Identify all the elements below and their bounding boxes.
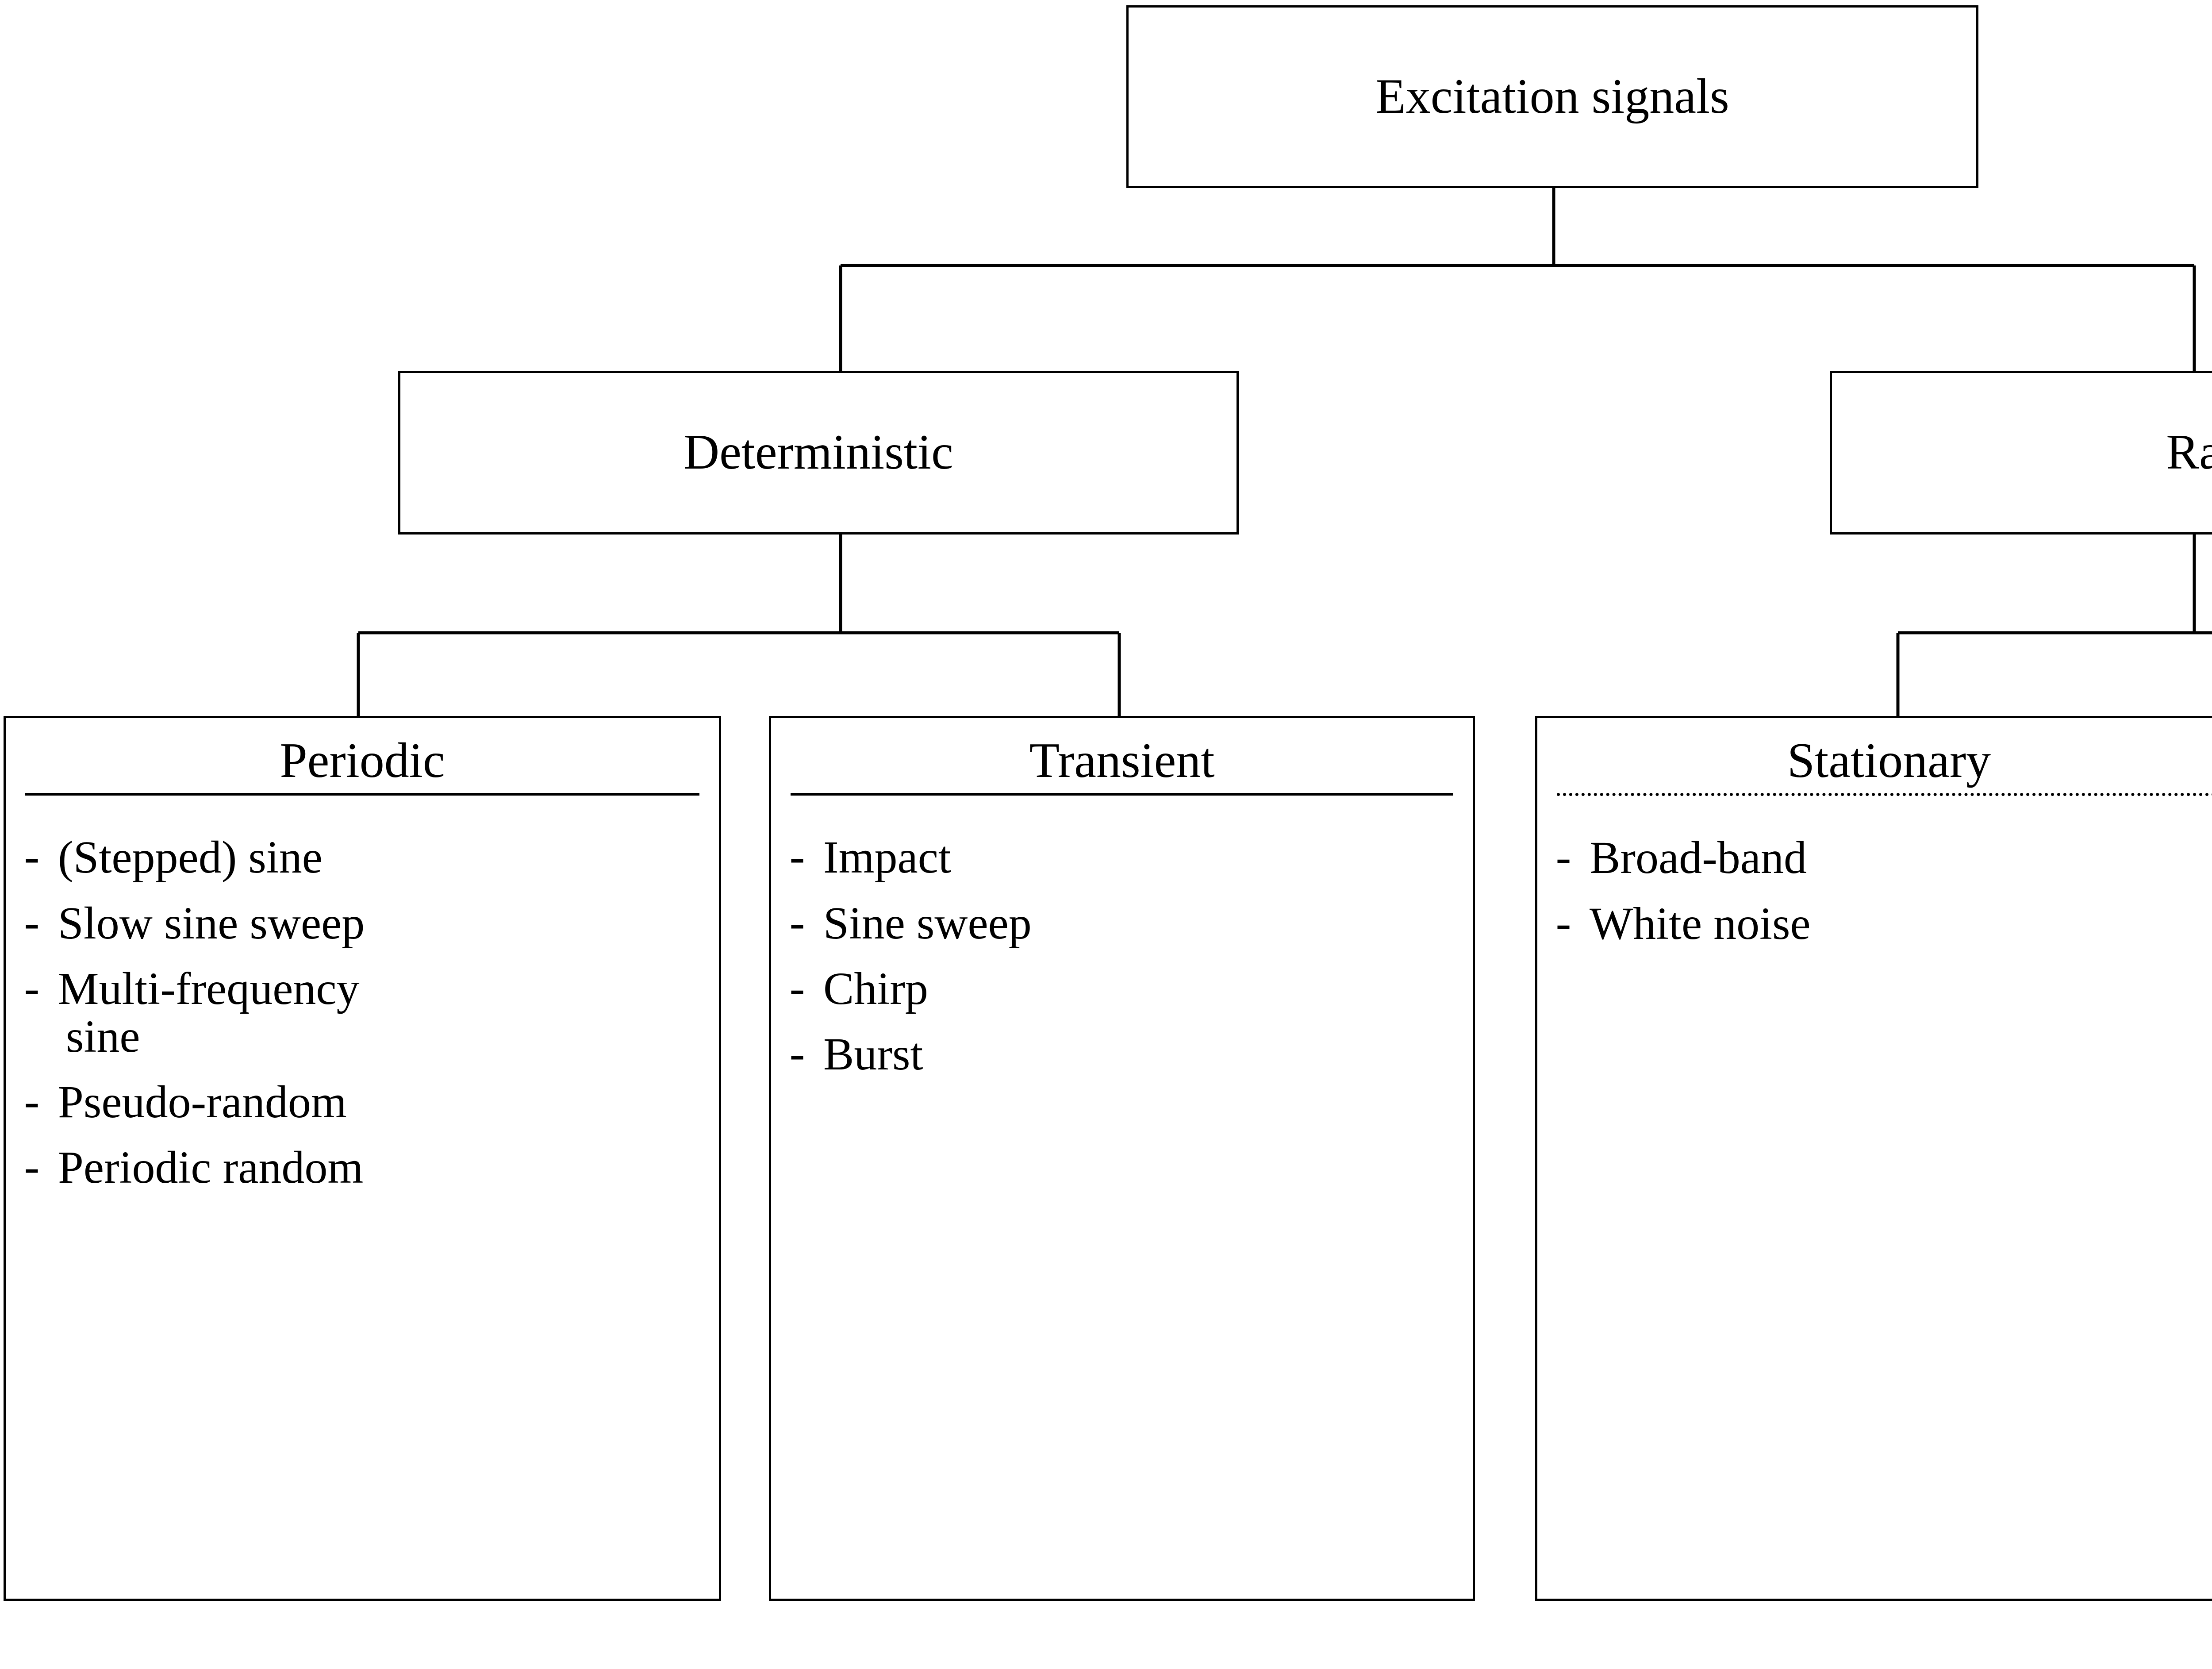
leaf-stationary[interactable]: Stationary - Broad-band - White noise bbox=[1535, 716, 2212, 1601]
bullet-dash: - bbox=[24, 831, 40, 882]
list-item[interactable]: - White noise bbox=[1537, 900, 2212, 965]
list-item[interactable]: - Chirp bbox=[771, 965, 1473, 1031]
bullet-dash: - bbox=[789, 962, 805, 1013]
node-deterministic[interactable]: Deterministic bbox=[398, 371, 1239, 535]
bullet-dash: - bbox=[789, 1027, 805, 1079]
list-item-label: Pseudo-random bbox=[58, 1077, 347, 1128]
list-item-label: White noise bbox=[1590, 898, 1811, 949]
list-item-label: (Stepped) sine bbox=[58, 832, 323, 883]
list-item-label-multiline: Multi-frequency sine bbox=[58, 965, 719, 1061]
list-item-label: Sine sweep bbox=[823, 897, 1032, 949]
list-item-label-wrap: sine bbox=[66, 1011, 140, 1062]
node-excitation-signals[interactable]: Excitation signals bbox=[1126, 5, 1978, 188]
list-item-label: Broad-band bbox=[1590, 832, 1807, 884]
leaf-transient[interactable]: Transient - Impact - Sine sweep - Chirp … bbox=[769, 716, 1475, 1601]
leaf-transient-list: - Impact - Sine sweep - Chirp - Burst bbox=[771, 796, 1473, 1096]
list-item-label: Slow sine sweep bbox=[58, 897, 365, 949]
node-random-label: Random bbox=[2166, 425, 2212, 480]
leaf-stationary-title: Stationary bbox=[1787, 733, 1991, 788]
leaf-stationary-list: - Broad-band - White noise bbox=[1537, 796, 2212, 965]
bullet-dash: - bbox=[789, 896, 805, 948]
list-item-label: Periodic random bbox=[58, 1142, 364, 1193]
list-item[interactable]: - (Stepped) sine bbox=[6, 834, 719, 899]
leaf-stationary-divider bbox=[1557, 793, 2212, 796]
list-item-label: Multi-frequency bbox=[58, 963, 360, 1014]
list-item-label: Impact bbox=[823, 832, 951, 883]
bullet-dash: - bbox=[1555, 831, 1571, 883]
list-item[interactable]: - Slow sine sweep bbox=[6, 896, 719, 965]
list-item[interactable]: - Pseudo-random bbox=[6, 1078, 719, 1144]
list-item[interactable]: - Sine sweep bbox=[771, 896, 1473, 965]
leaf-periodic-title: Periodic bbox=[280, 733, 445, 788]
list-item[interactable]: - Broad-band bbox=[1537, 834, 2212, 900]
list-item[interactable]: - Burst bbox=[771, 1027, 1473, 1096]
leaf-transient-divider bbox=[791, 793, 1453, 796]
bullet-dash: - bbox=[24, 1141, 40, 1192]
node-deterministic-label: Deterministic bbox=[684, 425, 953, 480]
list-item-label: Burst bbox=[823, 1028, 923, 1080]
list-item-label: Chirp bbox=[823, 963, 928, 1014]
leaf-periodic[interactable]: Periodic - (Stepped) sine - Slow sine sw… bbox=[4, 716, 721, 1601]
leaf-periodic-divider bbox=[25, 793, 699, 796]
bullet-dash: - bbox=[24, 896, 40, 948]
bullet-dash: - bbox=[24, 962, 40, 1013]
list-item[interactable]: - Impact bbox=[771, 834, 1473, 899]
bullet-dash: - bbox=[789, 831, 805, 882]
leaf-periodic-list: - (Stepped) sine - Slow sine sweep - Mul… bbox=[6, 796, 719, 1209]
list-item[interactable]: - Multi-frequency sine bbox=[6, 965, 719, 1078]
bullet-dash: - bbox=[24, 1076, 40, 1127]
bullet-dash: - bbox=[1555, 897, 1571, 948]
node-excitation-signals-label: Excitation signals bbox=[1375, 69, 1729, 124]
list-item[interactable]: - Periodic random bbox=[6, 1144, 719, 1209]
leaf-transient-title: Transient bbox=[1029, 733, 1215, 788]
node-random[interactable]: Random bbox=[1830, 371, 2212, 535]
